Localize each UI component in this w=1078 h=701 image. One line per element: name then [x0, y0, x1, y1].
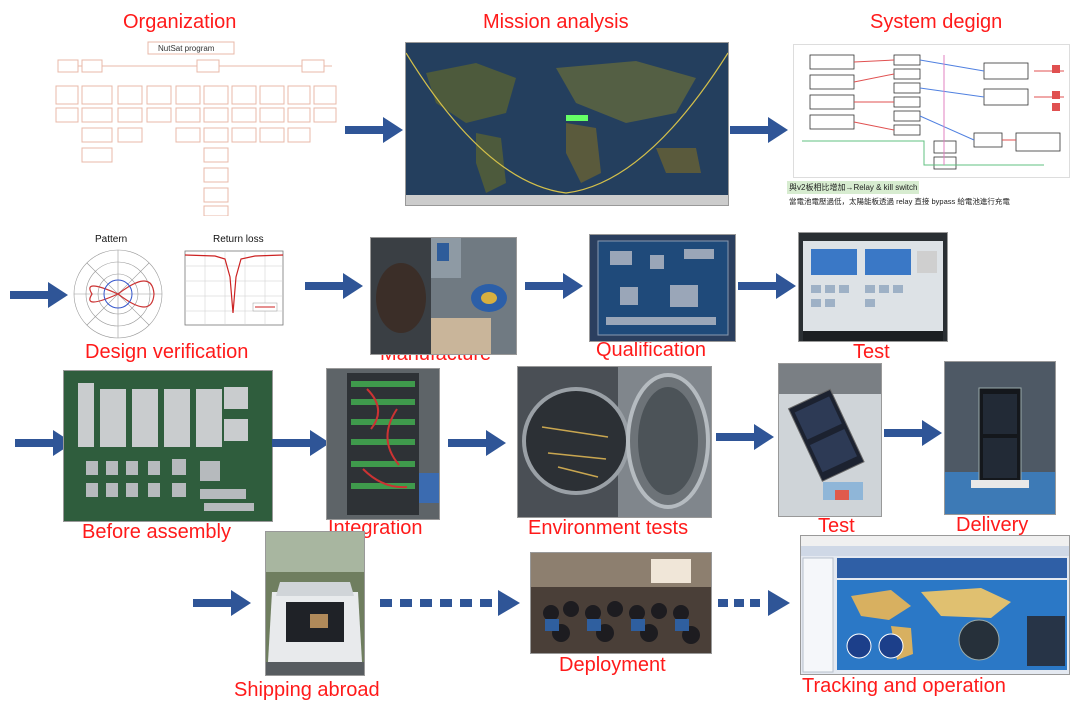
test-equipment-photo: [798, 232, 948, 342]
environment-tests-photo: [517, 366, 712, 518]
arrow-to-manufacture: [305, 273, 363, 299]
org-chart: NutSat program: [52, 36, 342, 217]
test-2-photo: [778, 363, 882, 517]
delivery-photo: [944, 361, 1056, 515]
stage-label-mission-analysis: Mission analysis: [483, 11, 629, 33]
stage-label-delivery: Delivery: [956, 514, 1029, 536]
stage-label-before-assembly: Before assembly: [82, 521, 231, 543]
stage-label-deployment: Deployment: [559, 654, 666, 676]
stage-label-shipping-abroad: Shipping abroad: [234, 679, 380, 701]
arrow-to-integration: [272, 430, 330, 456]
stage-label-test-1: Test: [853, 341, 890, 363]
stage-label-tracking-and-operation: Tracking and operation: [802, 675, 1006, 697]
qualification-pcb-photo: [589, 234, 736, 342]
stage-label-system-design: System degign: [870, 11, 1003, 33]
stage-label-organization: Organization: [123, 11, 237, 33]
system-design-diagram: [793, 44, 1070, 178]
pattern-plot-title: Pattern: [95, 234, 128, 245]
manufacture-photo: [370, 237, 517, 355]
shipping-abroad-photo: [265, 531, 365, 676]
arrow-to-delivery: [884, 420, 942, 446]
return-loss-plot-title: Return loss: [213, 234, 264, 245]
arrow-mission-to-system: [730, 117, 788, 143]
mission-analysis-map: [405, 42, 729, 206]
dashed-arrow-shipping-to-deployment: [380, 590, 520, 616]
return-loss-plot: [184, 250, 284, 326]
arrow-into-shipping: [193, 590, 251, 616]
arrow-to-qualification: [525, 273, 583, 299]
arrow-to-test-1: [738, 273, 796, 299]
antenna-pattern-polar-plot: [73, 249, 163, 339]
arrow-to-test-2: [716, 424, 774, 450]
deployment-photo: [530, 552, 712, 654]
tracking-and-operation-screen: [800, 535, 1070, 675]
integration-photo: [326, 368, 440, 520]
arrow-into-design-verification: [10, 282, 68, 308]
stage-label-design-verification: Design verification: [85, 341, 249, 363]
arrow-to-environment-tests: [448, 430, 506, 456]
arrow-org-to-mission: [345, 117, 403, 143]
stage-label-qualification: Qualification: [596, 339, 707, 361]
system-design-note-line1: 與v2板相比增加→Relay & kill switch: [787, 181, 920, 194]
org-chart-title: NutSat program: [158, 44, 215, 53]
stage-label-test-2: Test: [818, 515, 855, 537]
system-design-note-line2: 當電池電壓過低，太陽能板透過 relay 直接 bypass 給電池進行充電: [789, 197, 1010, 206]
dashed-arrow-deployment-to-tracking: [718, 590, 790, 616]
stage-label-environment-tests: Environment tests: [528, 517, 689, 539]
before-assembly-photo: [63, 370, 273, 522]
arrow-into-before-assembly: [15, 430, 73, 456]
